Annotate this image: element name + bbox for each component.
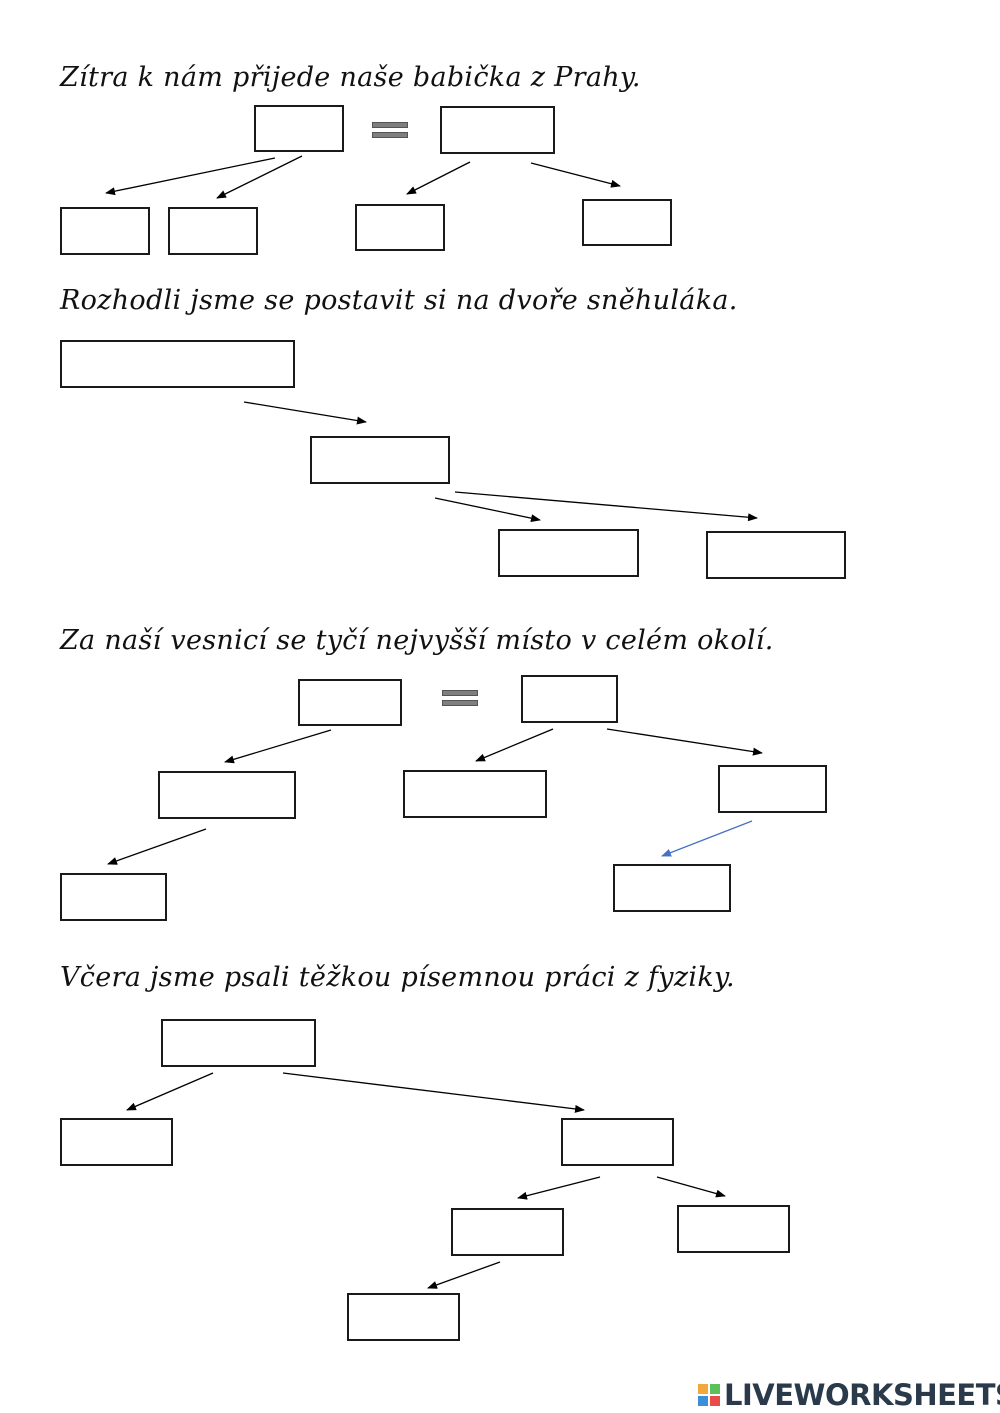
answer-box[interactable]	[310, 436, 450, 484]
brand-name: LIVEWORKSHEETS	[724, 1378, 1000, 1412]
answer-box[interactable]	[60, 207, 150, 255]
arrow	[530, 162, 621, 188]
arrow	[434, 497, 541, 523]
answer-box[interactable]	[561, 1118, 674, 1166]
logo-tile-i	[710, 1384, 720, 1394]
answer-box[interactable]	[60, 340, 295, 388]
answer-box[interactable]	[706, 531, 846, 579]
answer-box[interactable]	[498, 529, 639, 577]
equals-sign-icon	[372, 120, 408, 140]
answer-box[interactable]	[521, 675, 618, 723]
answer-box[interactable]	[347, 1293, 460, 1341]
answer-box[interactable]	[718, 765, 827, 813]
answer-box[interactable]	[613, 864, 731, 912]
arrow	[216, 155, 303, 199]
arrow	[656, 1176, 726, 1198]
liveworksheets-logo: LIVEWORKSHEETS	[698, 1378, 1000, 1412]
logo-icon	[698, 1384, 720, 1406]
answer-box[interactable]	[168, 207, 258, 255]
logo-tile-v	[698, 1396, 708, 1406]
arrow	[427, 1261, 501, 1289]
arrow	[105, 157, 276, 196]
answer-box[interactable]	[355, 204, 445, 251]
sentence-3: Za naší vesnicí se tyčí nejvyšší místo v…	[60, 625, 774, 656]
sentence-1: Zítra k nám přijede naše babička z Prahy…	[60, 62, 641, 93]
logo-tile-l	[698, 1384, 708, 1394]
answer-box[interactable]	[161, 1019, 316, 1067]
logo-tile-e	[710, 1396, 720, 1406]
equals-sign-icon	[442, 688, 478, 708]
arrow	[282, 1072, 585, 1113]
answer-box[interactable]	[440, 106, 555, 154]
arrow	[517, 1176, 601, 1200]
answer-box[interactable]	[677, 1205, 790, 1253]
answer-box[interactable]	[582, 199, 672, 246]
answer-box[interactable]	[158, 771, 296, 819]
answer-box[interactable]	[451, 1208, 564, 1256]
arrow	[406, 161, 471, 195]
arrow	[224, 729, 332, 764]
arrow	[475, 728, 554, 762]
arrow	[107, 828, 207, 865]
answer-box[interactable]	[60, 1118, 173, 1166]
arrow-blue	[661, 820, 753, 857]
sentence-2: Rozhodli jsme se postavit si na dvoře sn…	[60, 285, 738, 316]
answer-box[interactable]	[298, 679, 402, 726]
arrow	[126, 1072, 214, 1111]
arrow	[606, 728, 763, 756]
sentence-4: Včera jsme psali těžkou písemnou práci z…	[60, 962, 735, 993]
answer-box[interactable]	[254, 105, 344, 152]
arrow	[454, 491, 758, 522]
answer-box[interactable]	[403, 770, 547, 818]
arrow	[243, 401, 367, 425]
answer-box[interactable]	[60, 873, 167, 921]
